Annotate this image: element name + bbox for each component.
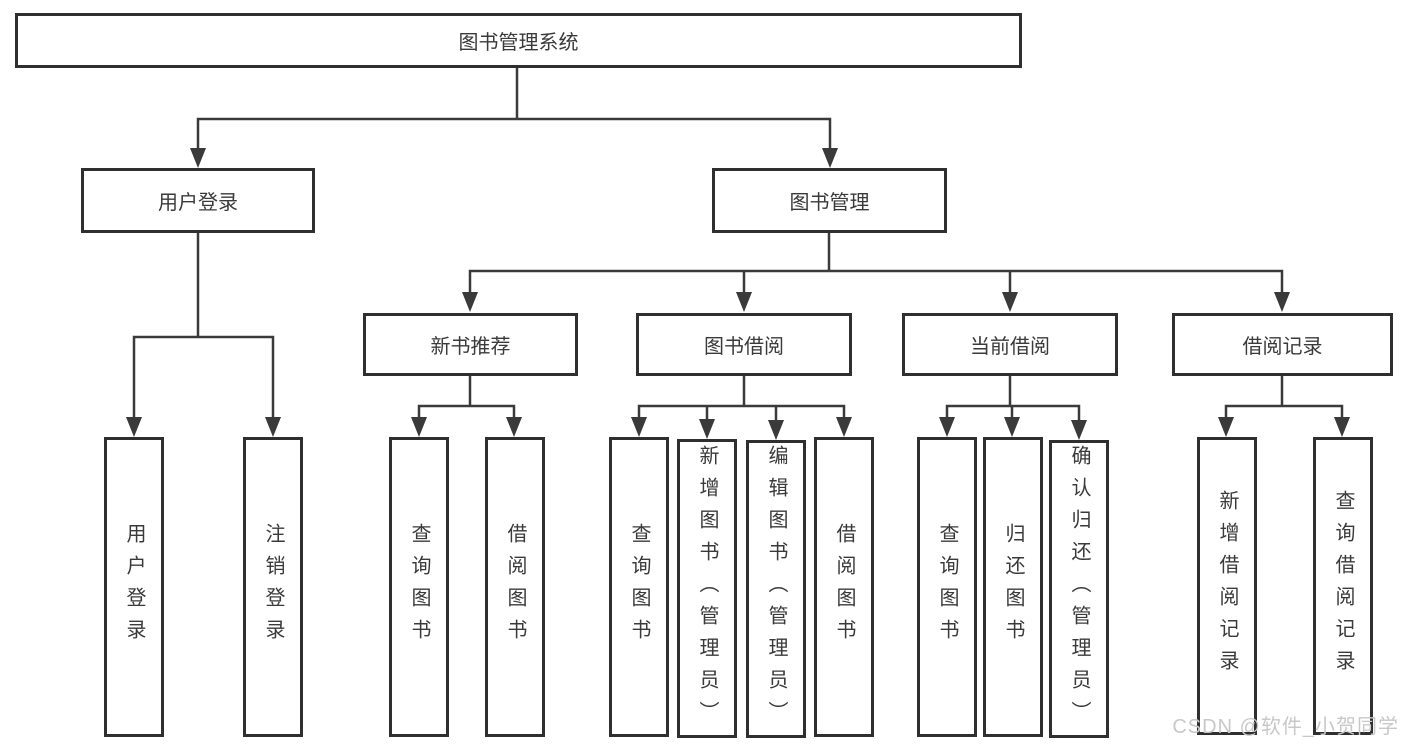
node-book-borrow: 图书借阅 [636, 313, 852, 376]
node-current-borrow: 当前借阅 [902, 313, 1118, 376]
leaf-user-login: 用户登录 [104, 437, 164, 737]
node-book-management: 图书管理 [712, 168, 947, 233]
node-new-book-recommend: 新书推荐 [363, 313, 578, 376]
leaf-query-books-2: 查询图书 [609, 437, 669, 737]
leaf-return-book: 归还图书 [983, 437, 1043, 737]
leaf-query-borrow-record: 查询借阅记录 [1313, 437, 1373, 735]
leaf-logout: 注销登录 [243, 437, 303, 737]
leaf-borrow-books-1: 借阅图书 [485, 437, 545, 737]
leaf-query-books-1: 查询图书 [389, 437, 449, 737]
leaf-add-borrow-record: 新增借阅记录 [1197, 437, 1257, 735]
leaf-borrow-books-2: 借阅图书 [814, 437, 874, 737]
leaf-confirm-return-admin: 确认归还（管理员） [1049, 440, 1109, 738]
leaf-add-book-admin: 新增图书（管理员） [677, 439, 737, 738]
leaf-query-books-3: 查询图书 [917, 437, 977, 737]
node-borrow-record: 借阅记录 [1172, 313, 1393, 376]
csdn-watermark: CSDN @软件_小贺同学 [1172, 716, 1399, 738]
node-root-system: 图书管理系统 [15, 13, 1022, 68]
node-user-login: 用户登录 [81, 168, 315, 233]
leaf-edit-book-admin: 编辑图书（管理员） [746, 440, 806, 738]
